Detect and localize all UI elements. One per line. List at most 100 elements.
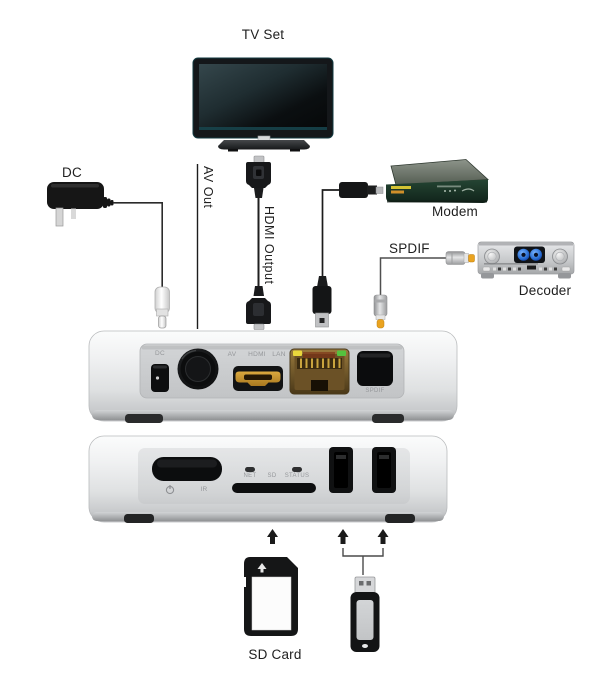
dc-strain-relief: [110, 200, 114, 206]
back-box-foot-left: [125, 414, 163, 423]
label-tv-set: TV Set: [241, 27, 285, 42]
decoder-dial-center: [533, 252, 539, 257]
modem-illustration: [386, 159, 489, 203]
dc-port: [151, 364, 169, 392]
insert-arrow-usb-2: [377, 529, 389, 544]
label-hdmi-output: HDMI Output: [262, 206, 276, 285]
decoder-knob-right: [552, 248, 568, 265]
lan-plug-vertical: [312, 286, 332, 314]
spdif-port: [357, 351, 393, 386]
sd-card-arrow-mark: [257, 563, 267, 573]
lan-port: [289, 348, 350, 395]
front-box-foot-left: [124, 514, 154, 523]
label-spdif: SPDIF: [389, 241, 430, 256]
lan-cable-illustration: [312, 182, 384, 328]
back-box-bottom-edge: [92, 410, 454, 420]
tv-screen: [199, 64, 327, 130]
port-label-av: AV: [227, 351, 237, 358]
port-label-lan: LAN: [272, 351, 286, 358]
modem-markings: [437, 185, 461, 188]
usb-drive-illustration: [350, 576, 380, 652]
usb-drive-dot: [362, 644, 368, 648]
hdmi-boot-bottom: [253, 286, 264, 296]
modem-led: [444, 190, 446, 192]
decoder-foot: [481, 273, 494, 279]
dc-adapter-illustration: [47, 182, 170, 329]
lan-led-green: [337, 350, 346, 356]
dc-cable: [113, 202, 163, 288]
hdmi-tip-top: [253, 155, 265, 163]
hdmi-connector-hole: [256, 169, 262, 176]
front-label-sd: SD: [267, 473, 277, 479]
front-box-foot-right: [385, 514, 415, 523]
lan-cable-line: [321, 189, 340, 280]
decoder-top-edge: [479, 242, 573, 246]
decoder-illustration: [477, 241, 575, 279]
led-net: [245, 467, 255, 472]
hdmi-cable-illustration: [246, 155, 271, 330]
tv-stand: [218, 140, 310, 150]
label-dc: DC: [62, 165, 82, 180]
back-panel-inner-shadow: [141, 345, 403, 350]
modem-front: [386, 179, 488, 203]
lan-plug-horizontal: [339, 182, 368, 198]
ir-window-gloss: [157, 459, 217, 468]
usb-drive-hole: [366, 581, 371, 586]
port-label-spdif: SPDIF: [365, 388, 385, 394]
dc-adapter-highlight: [51, 184, 99, 188]
usb-bracket: [342, 548, 384, 575]
usb-port-2: [372, 447, 396, 493]
led-status: [292, 467, 302, 472]
hdmi-connector-detail: [253, 303, 264, 316]
decoder-button-black: [527, 265, 536, 270]
spdif-plug-horizontal: [445, 251, 466, 265]
dc-plug-collar: [156, 308, 169, 317]
sd-card-label-area: [251, 576, 292, 631]
decoder-knob-left: [484, 248, 500, 265]
modem-led: [454, 189, 456, 192]
label-av-out: AV Out: [201, 166, 215, 209]
lan-plug-tip: [375, 186, 384, 194]
front-label-net: NET: [243, 473, 257, 479]
lan-boot: [317, 276, 328, 287]
label-modem: Modem: [431, 204, 478, 219]
usb-drive-hole: [359, 581, 364, 586]
label-sd-card: SD Card: [248, 647, 302, 662]
port-label-hdmi: HDMI: [248, 351, 266, 358]
stb-front-panel: [88, 435, 448, 523]
tv-stand-foot: [228, 149, 238, 152]
decoder-knob-ring: [487, 251, 497, 262]
usb-drive-connector: [354, 576, 376, 595]
spdif-plug-collar: [463, 253, 469, 263]
front-box-bottom-edge: [92, 512, 444, 521]
port-label-dc: DC: [155, 350, 165, 357]
tv-stand-foot: [290, 149, 300, 152]
front-label-status: STATUS: [284, 473, 310, 479]
back-box-foot-right: [372, 414, 404, 423]
front-label-ir: IR: [200, 486, 208, 493]
power-icon: [165, 485, 175, 495]
dc-adapter-prong-2: [71, 208, 76, 219]
dc-strain-relief: [107, 198, 111, 207]
spdif-plug-band: [374, 299, 387, 303]
spdif-plug-tip-horizontal: [468, 254, 475, 263]
dc-adapter-body: [47, 182, 104, 209]
hdmi-tip-bottom: [253, 323, 265, 330]
spdif-plug-tip-vertical: [376, 319, 385, 329]
insert-arrow-usb-1: [337, 529, 349, 544]
decoder-text-row: [484, 263, 538, 265]
insert-arrow-sd: [267, 529, 278, 544]
decoder-dial-center: [521, 252, 526, 257]
usb-port-1: [329, 447, 353, 493]
decoder-button-row: [482, 266, 571, 272]
usb-drive-panel: [356, 600, 374, 640]
av-port: [177, 348, 219, 390]
lan-plug-slot: [319, 318, 325, 323]
label-decoder: Decoder: [518, 283, 572, 298]
spdif-plug-vertical: [373, 294, 388, 317]
modem-bottom-shadow: [387, 200, 487, 203]
decoder-knob-ring: [555, 251, 565, 262]
lan-plug-step: [367, 185, 377, 195]
decoder-foot: [558, 273, 571, 279]
